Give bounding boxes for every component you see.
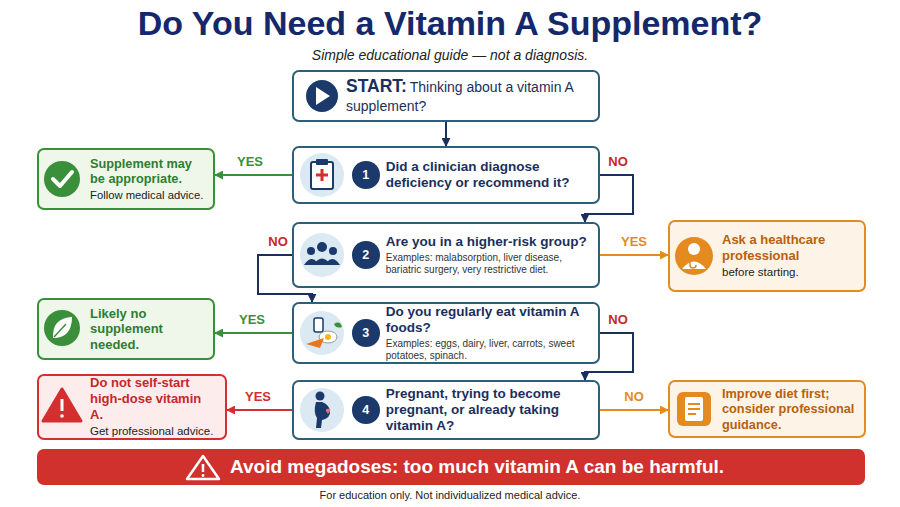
flow-arrow: [600, 254, 668, 256]
start-text-group: START: Thinking about a vitamin A supple…: [346, 76, 590, 115]
result-text-group: Avoid megadoses: too much vitamin A can …: [230, 456, 724, 478]
warning-icon: [43, 389, 81, 421]
question-text-group: Did a clinician diagnose deficiency or r…: [386, 159, 590, 191]
result-box: Likely no supplement needed.: [37, 298, 215, 360]
edge-label: YES: [235, 155, 265, 169]
result-text-group: Supplement may be appropriate.Follow med…: [90, 156, 205, 203]
edge-label: YES: [237, 313, 267, 327]
edge-label: NO: [622, 390, 646, 404]
result-text-group: Ask a healthcare professional before star…: [722, 232, 856, 280]
edge-label: NO: [266, 235, 290, 249]
result-body: Follow medical advice.: [90, 188, 205, 202]
people-icon: [300, 233, 344, 277]
start-box: START: Thinking about a vitamin A supple…: [292, 70, 600, 122]
question-box: 1Did a clinician diagnose deficiency or …: [292, 146, 600, 204]
flow-arrow: [227, 409, 292, 411]
advice-box: Improve diet first; consider professiona…: [668, 380, 866, 438]
result-heading: Supplement may be appropriate.: [90, 156, 205, 187]
edge-label: NO: [606, 313, 630, 327]
question-box: 2 Are you in a higher-risk group? Examples…: [292, 222, 600, 288]
check-icon: [44, 161, 80, 197]
result-body: Get professional advice.: [90, 424, 217, 438]
edge-label: YES: [619, 235, 649, 249]
result-heading: Do not self-start high-dose vitamin A.: [90, 375, 217, 422]
result-text-group: Likely no supplement needed.: [90, 306, 205, 353]
pregnancy-icon: [300, 388, 344, 432]
flow-arrow: [600, 409, 668, 411]
warning-box: Do not self-start high-dose vitamin A. Ge…: [37, 374, 227, 440]
result-heading: Ask a healthcare professional: [722, 232, 856, 263]
edge-label: NO: [606, 155, 630, 169]
doctor-icon: [675, 237, 713, 275]
step-number: 1: [352, 161, 380, 189]
question-text: Pregnant, trying to become pregnant, or …: [386, 386, 590, 435]
play-icon: [306, 80, 338, 112]
result-text-group: Do not self-start high-dose vitamin A. Ge…: [90, 375, 217, 438]
result-heading: Improve diet first; consider professiona…: [722, 386, 856, 432]
advice-box: Ask a healthcare professional before star…: [668, 220, 866, 292]
diagram-title: Do You Need a Vitamin A Supplement?: [0, 4, 900, 43]
edge-label: YES: [243, 390, 273, 404]
leaf-icon: [44, 310, 80, 346]
question-text-group: Pregnant, trying to become pregnant, or …: [386, 386, 590, 435]
step-number: 3: [352, 319, 380, 347]
result-heading: Avoid megadoses: too much vitamin A can …: [230, 456, 724, 478]
question-text: Did a clinician diagnose deficiency or r…: [386, 159, 590, 191]
question-text: Are you in a higher-risk group?: [386, 234, 590, 250]
flow-arrow: [215, 174, 292, 176]
result-body: before starting.: [722, 265, 856, 279]
start-label: START:: [346, 76, 407, 96]
subtitle: Simple educational guide — not a diagnos…: [0, 47, 900, 63]
caption: For education only. Not individualized m…: [0, 489, 900, 501]
checklist-icon: [677, 392, 711, 426]
step-number: 2: [352, 241, 380, 269]
examples-text: Examples: malabsorption, liver disease, …: [386, 252, 590, 276]
step-number: 4: [352, 396, 380, 424]
clipboard-icon: [300, 153, 344, 197]
banner-warning-icon: [187, 456, 219, 479]
question-text: Do you regularly eat vitamin A foods?: [386, 304, 590, 336]
question-text-group: Are you in a higher-risk group? Examples:…: [386, 234, 590, 276]
question-box: 3Do you regularly eat vitamin A foods?Ex…: [292, 302, 600, 364]
result-heading: Likely no supplement needed.: [90, 306, 205, 353]
result-text-group: Improve diet first; consider professiona…: [722, 386, 856, 432]
food-icon: [300, 311, 344, 355]
examples-text: Examples: eggs, dairy, liver, carrots, s…: [386, 338, 590, 362]
warning-banner: Avoid megadoses: too much vitamin A can …: [37, 449, 865, 485]
flow-arrow: [445, 122, 447, 146]
result-box: Supplement may be appropriate.Follow med…: [37, 148, 215, 210]
question-box: 4Pregnant, trying to become pregnant, or…: [292, 380, 600, 440]
question-text-group: Do you regularly eat vitamin A foods?Exa…: [386, 304, 590, 362]
flow-arrow: [215, 332, 292, 334]
